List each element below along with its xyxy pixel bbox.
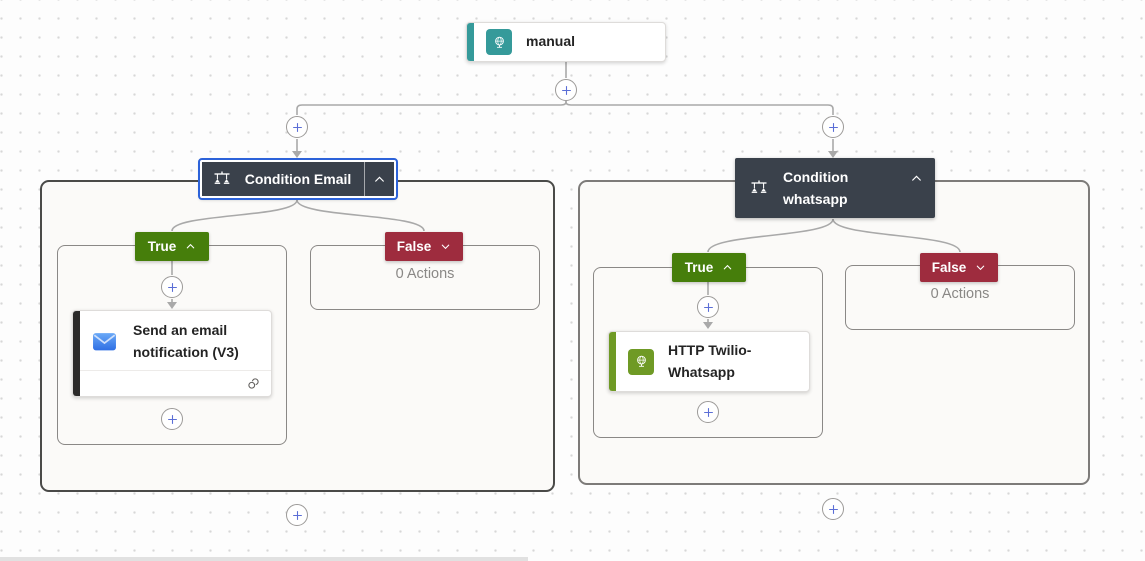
- chevron-up-icon: [375, 175, 384, 182]
- condition-icon: [214, 171, 230, 184]
- whatsapp-true-branch-badge[interactable]: True: [672, 253, 746, 282]
- action-title: Send an email notification (V3): [133, 322, 239, 360]
- insert-step-button[interactable]: [822, 116, 844, 138]
- plus-icon: [167, 282, 177, 292]
- condition-whatsapp-title: Condition whatsapp: [783, 168, 849, 207]
- insert-step-button[interactable]: [161, 408, 183, 430]
- http-icon: [628, 348, 654, 375]
- condition-whatsapp-header[interactable]: Condition whatsapp: [735, 158, 935, 218]
- plus-icon: [703, 407, 713, 417]
- true-label: True: [147, 239, 177, 254]
- insert-step-button[interactable]: [555, 79, 577, 101]
- chevron-up-icon: [912, 175, 921, 181]
- trigger-label: manual: [526, 33, 576, 50]
- canvas-edge: [0, 557, 528, 561]
- condition-icon: [751, 180, 767, 193]
- chevron-down-icon: [977, 265, 985, 271]
- false-label: False: [931, 260, 967, 275]
- plus-icon: [703, 302, 713, 312]
- false-label: False: [396, 239, 432, 254]
- plus-icon: [828, 122, 838, 132]
- email-true-branch-badge[interactable]: True: [135, 232, 209, 261]
- insert-step-button[interactable]: [286, 504, 308, 526]
- trigger-accent-bar: [467, 23, 474, 61]
- plus-icon: [292, 510, 302, 520]
- trigger-card-manual[interactable]: manual: [466, 22, 666, 62]
- email-false-branch-badge[interactable]: False: [385, 232, 463, 261]
- connection-icon: [247, 378, 259, 390]
- empty-branch-label: 0 Actions: [395, 266, 455, 282]
- action-card-http-twilio[interactable]: HTTP Twilio-Whatsapp: [608, 331, 810, 392]
- chevron-down-icon: [442, 244, 450, 250]
- condition-email-header[interactable]: Condition Email: [198, 158, 398, 200]
- insert-step-button[interactable]: [161, 276, 183, 298]
- plus-icon: [167, 414, 177, 424]
- action-accent-bar: [609, 332, 616, 391]
- true-label: True: [684, 260, 714, 275]
- email-icon: [93, 332, 116, 351]
- collapse-button[interactable]: [910, 172, 923, 190]
- action-card-send-email[interactable]: Send an email notification (V3): [72, 310, 272, 397]
- http-request-icon: [486, 29, 512, 55]
- empty-branch-label: 0 Actions: [930, 286, 990, 302]
- action-title: HTTP Twilio-Whatsapp: [668, 341, 752, 380]
- action-accent-bar: [73, 311, 80, 396]
- chevron-up-icon: [186, 243, 195, 249]
- plus-icon: [561, 85, 571, 95]
- whatsapp-false-branch-badge[interactable]: False: [920, 253, 998, 282]
- collapse-button[interactable]: [364, 162, 394, 196]
- plus-icon: [292, 122, 302, 132]
- insert-step-button[interactable]: [697, 401, 719, 423]
- insert-step-button[interactable]: [286, 116, 308, 138]
- condition-email-title: Condition Email: [244, 171, 352, 187]
- insert-step-button[interactable]: [697, 296, 719, 318]
- insert-step-button[interactable]: [822, 498, 844, 520]
- chevron-up-icon: [723, 264, 732, 270]
- plus-icon: [828, 504, 838, 514]
